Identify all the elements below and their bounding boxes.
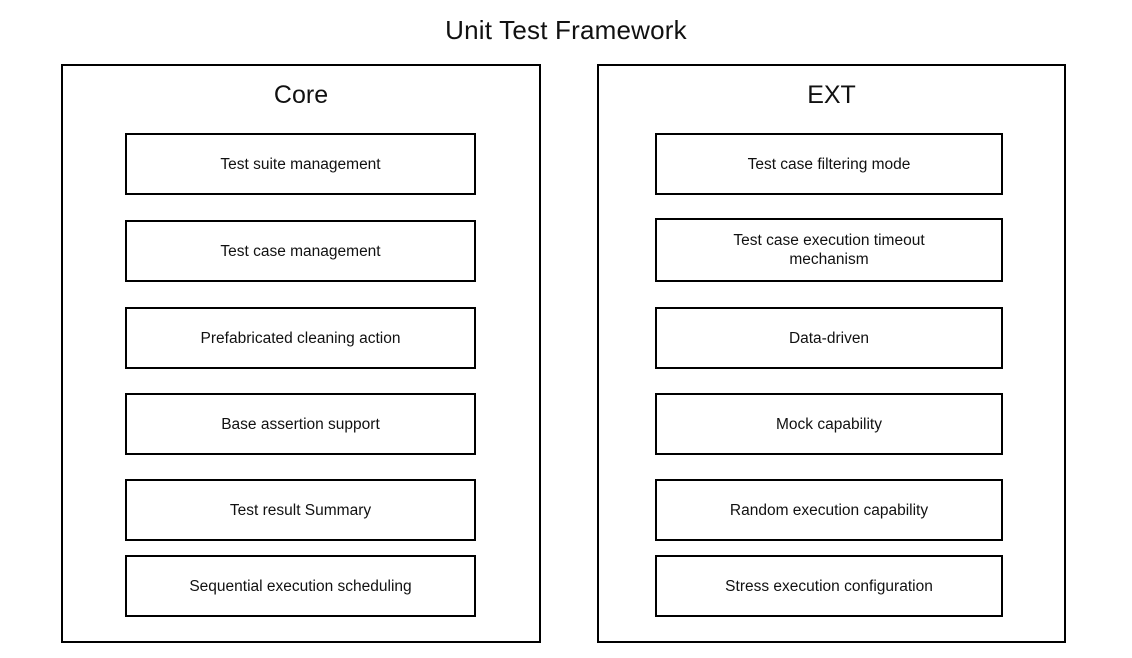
item-box-core-1[interactable]: Test suite management [125,133,476,195]
item-label: Test case execution timeout mechanism [733,232,925,268]
item-label: Test case filtering mode [747,155,911,173]
panel-core-items: Test suite management Test case manageme… [63,66,539,641]
item-box-ext-2[interactable]: Test case execution timeout mechanism [655,218,1003,282]
item-box-core-3[interactable]: Prefabricated cleaning action [125,307,476,369]
item-box-core-6[interactable]: Sequential execution scheduling [125,555,476,617]
item-label: Mock capability [776,415,882,433]
panel-ext-items: Test case filtering mode Test case execu… [599,66,1064,641]
item-box-ext-3[interactable]: Data-driven [655,307,1003,369]
item-box-ext-4[interactable]: Mock capability [655,393,1003,455]
item-label: Test result Summary [229,501,372,519]
item-box-core-4[interactable]: Base assertion support [125,393,476,455]
item-box-ext-5[interactable]: Random execution capability [655,479,1003,541]
item-label: Data-driven [788,329,870,347]
diagram-title: Unit Test Framework [445,15,687,45]
item-box-ext-6[interactable]: Stress execution configuration [655,555,1003,617]
item-box-core-5[interactable]: Test result Summary [125,479,476,541]
item-label: Sequential execution scheduling [189,577,412,595]
item-label: Test case management [220,242,381,260]
panel-ext-title: EXT [807,81,856,109]
item-box-ext-1[interactable]: Test case filtering mode [655,133,1003,195]
panel-core: Core Test suite management Test case man… [61,64,541,643]
item-label: Stress execution configuration [725,577,933,595]
item-label: Prefabricated cleaning action [200,329,401,347]
panel-ext: EXT Test case filtering mode Test case e… [597,64,1066,643]
item-box-core-2[interactable]: Test case management [125,220,476,282]
item-label: Base assertion support [221,415,380,433]
panel-core-title: Core [273,81,329,109]
item-label: Random execution capability [729,501,929,519]
item-label: Test suite management [220,155,381,173]
